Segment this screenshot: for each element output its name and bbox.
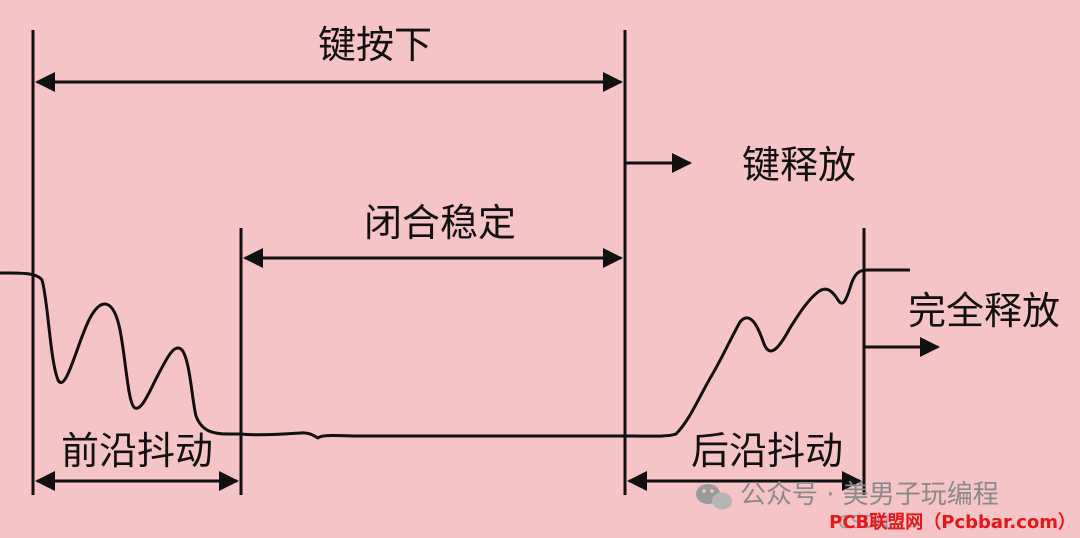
full-release-label: 完全释放 (908, 289, 1060, 333)
key-release-label: 键释放 (742, 143, 856, 187)
source-credit: PCB联盟网（Pcbbar.com） (829, 512, 1076, 533)
trailing-bounce-label: 后沿抖动 (691, 429, 843, 473)
wechat-icon (696, 484, 732, 510)
leading-bounce-label: 前沿抖动 (61, 429, 213, 473)
stable-closed-label: 闭合稳定 (364, 201, 516, 245)
csdn-watermark-fragment: CSDN (838, 512, 889, 533)
key-press-label: 键按下 (318, 23, 432, 67)
watermark-text: 公众号 · 美男子玩编程 (740, 480, 999, 510)
signal-waveform (0, 268, 910, 440)
